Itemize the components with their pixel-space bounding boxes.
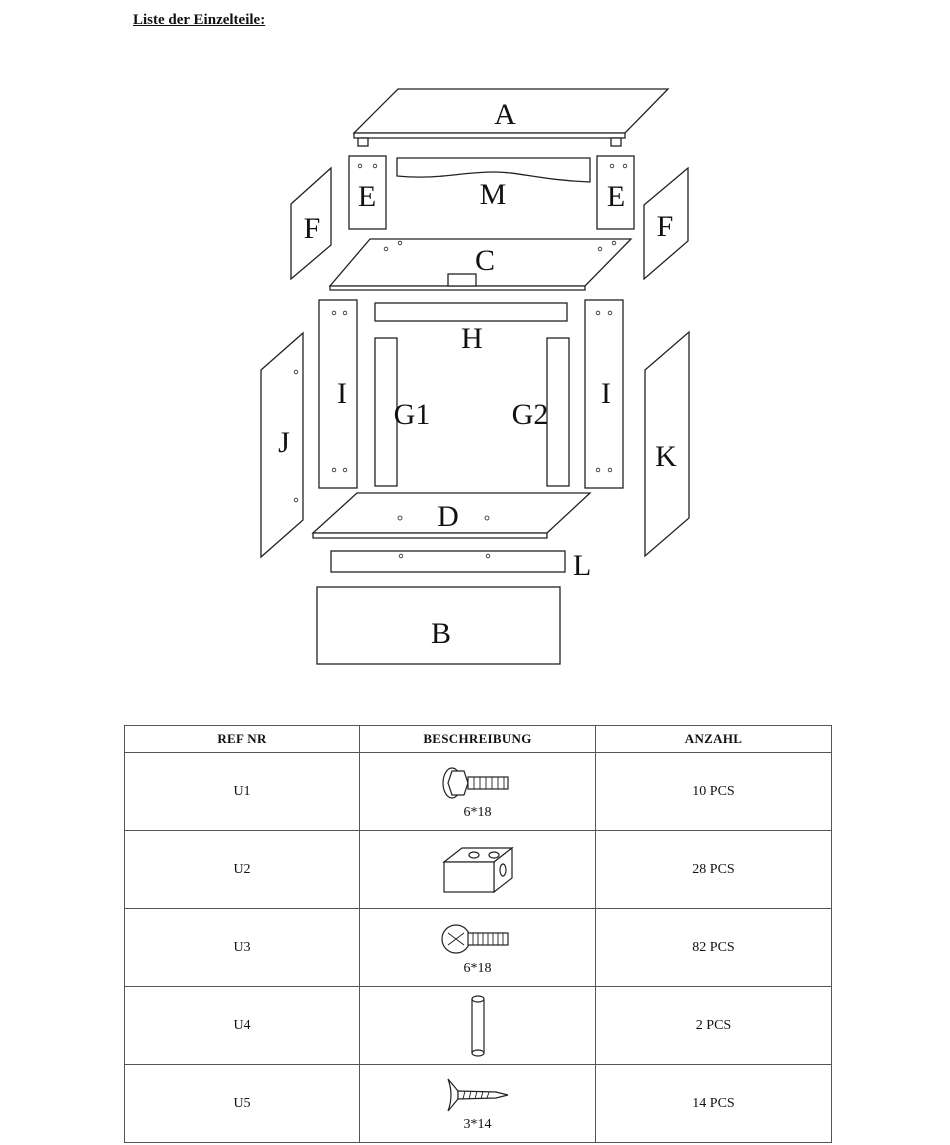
label-e-left: E <box>358 180 376 213</box>
label-g1: G1 <box>394 398 431 431</box>
table-row: U1 6*18 10 PCS <box>125 753 832 831</box>
table-row: U3 6*18 82 PCS <box>125 909 832 987</box>
label-d: D <box>437 500 459 533</box>
label-a: A <box>494 98 516 131</box>
desc-cell: 3*14 <box>360 1065 596 1143</box>
label-f-left: F <box>304 212 321 245</box>
label-b: B <box>431 617 451 650</box>
qty-cell: 14 PCS <box>596 1065 832 1143</box>
ref-cell: U5 <box>125 1065 360 1143</box>
hex-bolt-icon <box>438 763 518 803</box>
label-g2: G2 <box>512 398 549 431</box>
countersunk-screw-icon <box>438 1075 518 1115</box>
header-desc: BESCHREIBUNG <box>360 726 596 753</box>
size-label: 6*18 <box>360 805 595 821</box>
header-ref: REF NR <box>125 726 360 753</box>
exploded-assembly-diagram: A E M E F F C H I G1 G2 I J K D L B <box>0 0 950 700</box>
label-i-right: I <box>601 377 611 410</box>
wooden-dowel-icon <box>458 993 498 1059</box>
qty-cell: 82 PCS <box>596 909 832 987</box>
ref-cell: U4 <box>125 987 360 1065</box>
table-header-row: REF NR BESCHREIBUNG ANZAHL <box>125 726 832 753</box>
table-row: U2 28 PCS <box>125 831 832 909</box>
parts-table: REF NR BESCHREIBUNG ANZAHL U1 6*18 10 PC… <box>124 725 832 1143</box>
panel-h <box>375 303 567 321</box>
label-e-right: E <box>607 180 625 213</box>
label-h: H <box>461 322 483 355</box>
desc-cell <box>360 831 596 909</box>
label-j: J <box>278 426 290 459</box>
qty-cell: 2 PCS <box>596 987 832 1065</box>
desc-cell: 6*18 <box>360 909 596 987</box>
ref-cell: U2 <box>125 831 360 909</box>
size-label: 6*18 <box>360 961 595 977</box>
table-row: U4 2 PCS <box>125 987 832 1065</box>
label-f-right: F <box>657 210 674 243</box>
qty-cell: 28 PCS <box>596 831 832 909</box>
qty-cell: 10 PCS <box>596 753 832 831</box>
label-m: M <box>480 178 507 211</box>
connector-block-icon <box>438 840 518 900</box>
desc-cell: 6*18 <box>360 753 596 831</box>
ref-cell: U3 <box>125 909 360 987</box>
ref-cell: U1 <box>125 753 360 831</box>
label-l: L <box>573 549 591 582</box>
header-qty: ANZAHL <box>596 726 832 753</box>
label-c: C <box>475 244 495 277</box>
size-label: 3*14 <box>360 1117 595 1133</box>
desc-cell <box>360 987 596 1065</box>
label-k: K <box>655 440 677 473</box>
panel-g2 <box>547 338 569 486</box>
pan-head-screw-icon <box>438 919 518 959</box>
table-row: U5 3*14 14 PCS <box>125 1065 832 1143</box>
label-i-left: I <box>337 377 347 410</box>
panel-l <box>331 551 565 572</box>
